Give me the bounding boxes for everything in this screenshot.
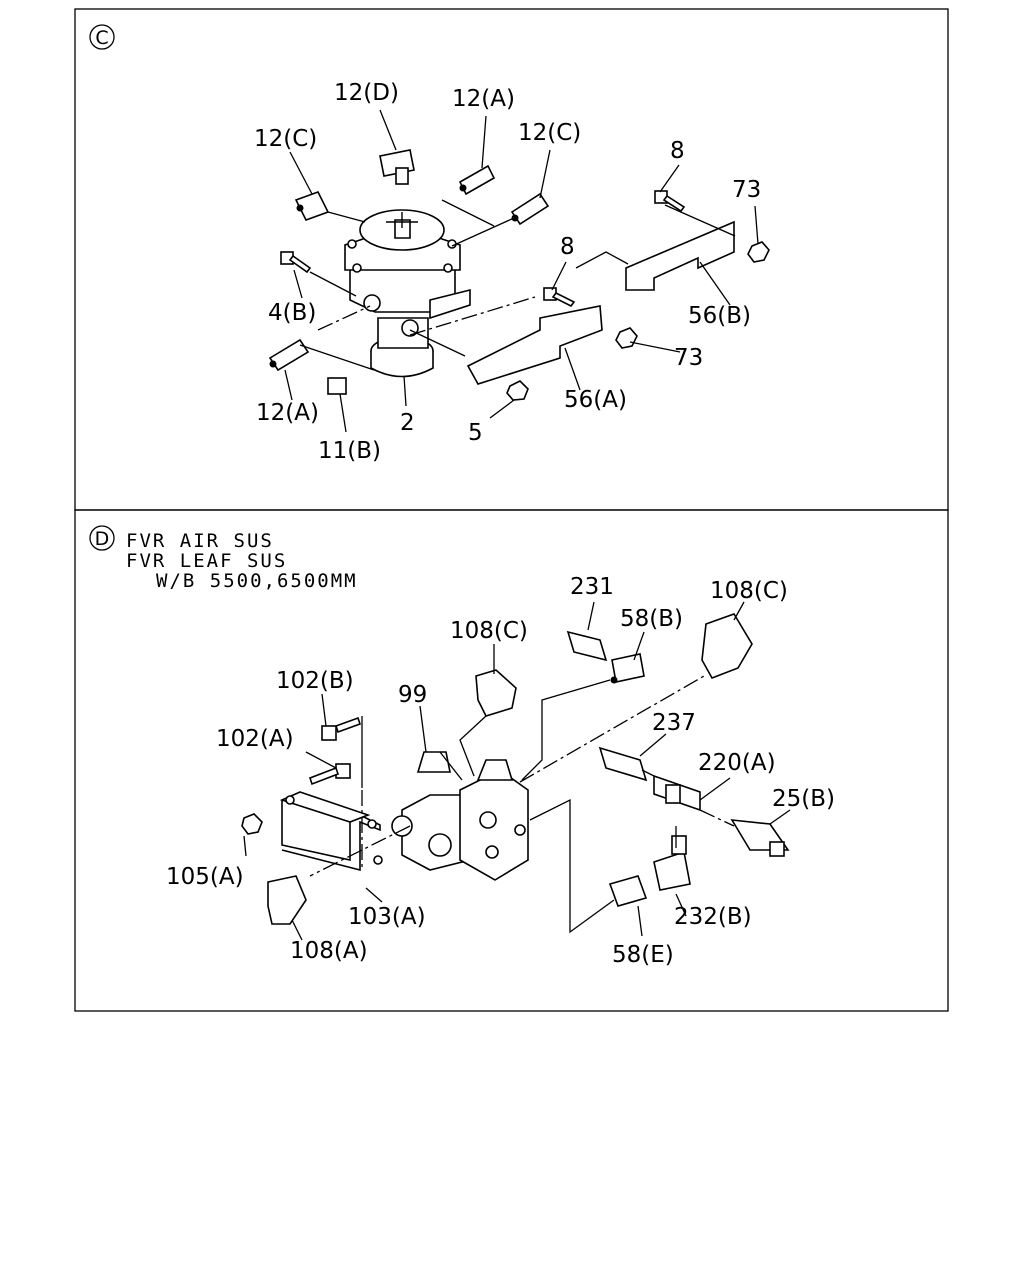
fitting-12a-top — [458, 164, 496, 196]
label-103a: 103(A) — [348, 904, 426, 930]
panel-d-header-line-2: FVR LEAF SUS — [126, 550, 287, 572]
valve-assembly-99 — [391, 751, 529, 881]
fitting-231 — [566, 630, 608, 662]
label-73-upper: 73 — [732, 177, 761, 203]
tee-220a — [653, 774, 701, 812]
label-108c-left: 108(C) — [450, 618, 528, 644]
label-12a-left: 12(A) — [256, 400, 319, 426]
label-231: 231 — [570, 574, 614, 600]
bolt-8-upper — [654, 190, 686, 213]
label-12c-left: 12(C) — [254, 126, 317, 152]
plug-11b — [327, 377, 347, 395]
label-56b: 56(B) — [688, 303, 751, 329]
fitting-12c-right — [510, 192, 550, 226]
label-232b: 232(B) — [674, 904, 752, 930]
tee-232b — [653, 835, 691, 891]
bracket-56b — [625, 220, 735, 291]
label-102a: 102(A) — [216, 726, 294, 752]
panel-c-leaders — [284, 109, 759, 433]
panel-d-header-line-1: FVR AIR SUS — [126, 530, 274, 552]
fitting-108c-left — [475, 669, 517, 717]
label-25b: 25(B) — [772, 786, 835, 812]
label-108c-right: 108(C) — [710, 578, 788, 604]
fitting-12a-left — [268, 338, 310, 372]
label-56a: 56(A) — [564, 387, 627, 413]
panel-d-header-line-3: W/B 5500,6500MM — [156, 570, 358, 592]
label-102b: 102(B) — [276, 668, 354, 694]
bolt-102b — [321, 716, 362, 741]
label-8-lower: 8 — [560, 234, 575, 260]
label-8-upper: 8 — [670, 138, 685, 164]
svg-text:D: D — [95, 528, 110, 550]
relay-valve-2 — [344, 209, 471, 378]
label-73-lower: 73 — [674, 345, 703, 371]
label-58b: 58(B) — [620, 606, 683, 632]
label-220a: 220(A) — [698, 750, 776, 776]
bolt-102a — [308, 763, 351, 786]
label-237: 237 — [652, 710, 696, 736]
panel-d-frame — [74, 509, 949, 1012]
bolt-8-lower — [543, 287, 576, 308]
fitting-237 — [598, 746, 648, 782]
label-4b: 4(B) — [268, 300, 316, 326]
label-58e: 58(E) — [612, 942, 674, 968]
panel-d-center-line-3 — [641, 769, 655, 777]
panel-c-center-line-2 — [409, 296, 536, 336]
nut-73-upper — [747, 241, 770, 263]
fitting-58b — [610, 653, 645, 684]
fitting-108a — [267, 875, 307, 925]
bolt-4b — [280, 251, 312, 274]
label-5: 5 — [468, 420, 483, 446]
panel-c-marker: C — [89, 24, 115, 50]
panel-d-center-line-1 — [519, 675, 705, 783]
nut-105a — [241, 813, 263, 835]
panel-d-center-line-4 — [699, 809, 735, 827]
fitting-58e — [608, 875, 648, 907]
panel-c-center-line-1 — [317, 305, 371, 331]
panel-c: C — [74, 8, 949, 511]
bracket-56a — [466, 305, 603, 385]
label-12a-top: 12(A) — [452, 86, 515, 112]
panel-d-marker: D — [89, 525, 115, 551]
label-108a: 108(A) — [290, 938, 368, 964]
label-11b: 11(B) — [318, 438, 381, 464]
panel-c-frame — [74, 8, 949, 511]
nut-73-lower — [615, 327, 638, 349]
fitting-108c-right — [701, 613, 753, 679]
bracket-103a — [279, 791, 383, 872]
nut-5 — [506, 380, 529, 401]
panel-d-leaders — [243, 601, 791, 941]
fitting-12c-left — [294, 191, 330, 221]
label-12c-right: 12(C) — [518, 120, 581, 146]
svg-text:C: C — [95, 27, 108, 49]
label-2: 2 — [400, 410, 415, 436]
fitting-12d — [379, 149, 415, 185]
label-99: 99 — [398, 682, 427, 708]
panel-d: D FVR AIR SUS FVR LEAF SUS W/B 5500,6500… — [74, 509, 949, 1012]
panel-d-center-line-2 — [309, 825, 411, 877]
label-12d: 12(D) — [334, 80, 399, 106]
label-105a: 105(A) — [166, 864, 244, 890]
switch-25b — [730, 819, 790, 857]
